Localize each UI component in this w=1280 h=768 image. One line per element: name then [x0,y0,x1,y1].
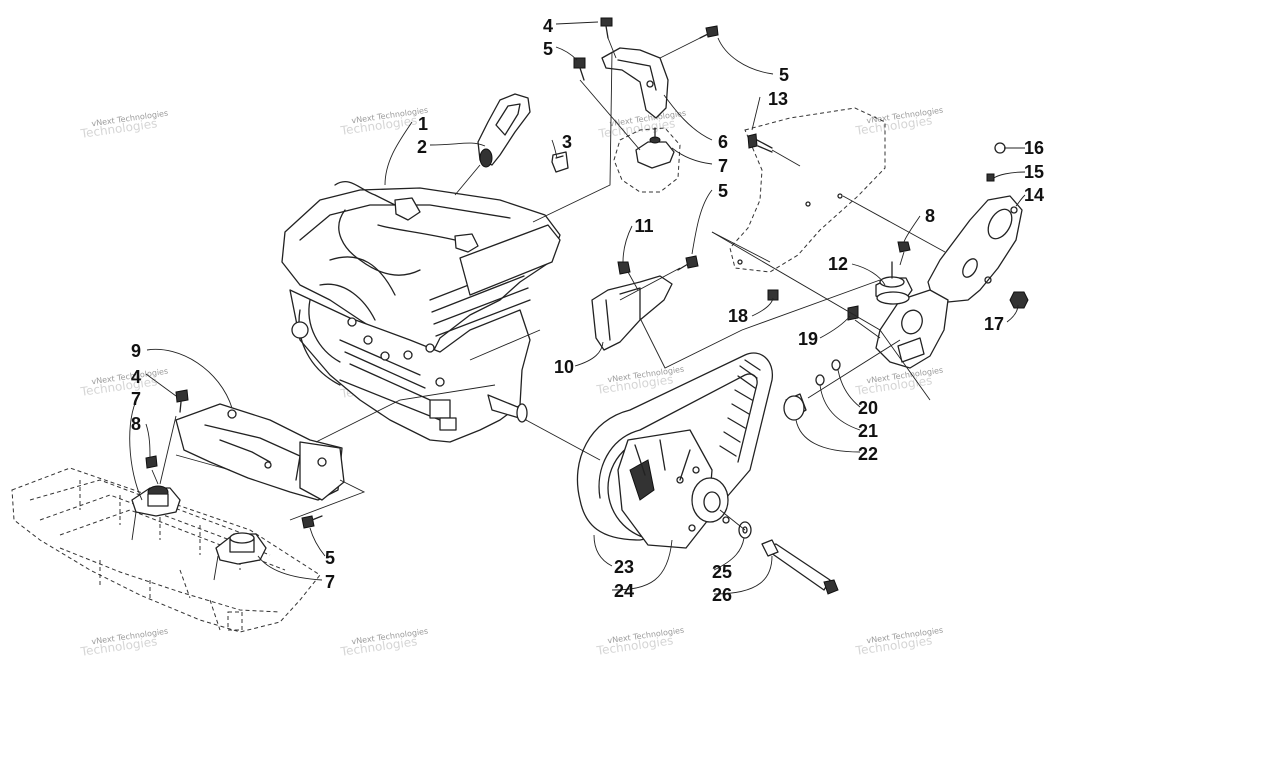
drive-clutch [607,429,730,549]
clutch-bracket [875,195,1023,369]
callout-5: 5 [718,181,728,201]
callout-25: 25 [712,562,732,582]
callout-23: 23 [614,557,634,577]
callout-13: 13 [768,89,788,109]
callout-16: 16 [1024,138,1044,158]
callout-7: 7 [718,156,728,176]
callout-3: 3 [562,132,572,152]
callout-19: 19 [798,329,818,349]
nut [617,261,631,275]
watermark: Technologies vNext Technologies [339,627,429,659]
long-bolt [747,133,773,153]
lower-mount-bracket [175,403,345,501]
engine-bracket [591,275,673,351]
leader-lines [129,21,1026,595]
rope-clip [551,151,569,173]
callout-4: 4 [131,367,141,387]
engine [281,180,561,443]
callout-5: 5 [543,39,553,59]
engine-plate [729,107,886,273]
bolt [699,25,719,39]
bolt [573,57,586,81]
rubber-mount [131,485,181,517]
callout-12: 12 [828,254,848,274]
callout-8: 8 [925,206,935,226]
callout-5: 5 [325,548,335,568]
callout-17: 17 [984,314,1004,334]
callout-14: 14 [1024,185,1044,205]
nut [767,289,779,301]
watermark: Technologies vNext Technologies [854,106,944,138]
callout-2: 2 [417,137,427,157]
small-nut [986,173,995,182]
callout-9: 9 [131,341,141,361]
watermark: Technologies vNext Technologies [339,106,429,138]
nut [1009,291,1029,309]
callout-4: 4 [543,16,553,36]
callout-8: 8 [131,414,141,434]
bolt [600,17,613,39]
watermark: Technologies vNext Technologies [79,109,169,141]
watermark: Technologies vNext Technologies [79,627,169,659]
callout-7: 7 [131,389,141,409]
knob [783,393,807,421]
watermark: Technologies vNext Technologies [595,626,685,658]
cap [994,142,1006,154]
callout-5: 5 [779,65,789,85]
watermark: Technologies vNext Technologies [597,109,687,141]
bolt [677,255,699,271]
callout-10: 10 [554,357,574,377]
callout-7: 7 [325,572,335,592]
rubber-mount [875,261,913,305]
watermark: Technologies vNext Technologies [79,367,169,399]
bolt [847,305,859,321]
washer [831,359,841,371]
bolt [175,389,189,413]
callout-26: 26 [712,585,732,605]
watermark: Technologies vNext Technologies [854,366,944,398]
callout-24: 24 [614,581,634,601]
callouts: 1 2 3 4 4 5 5 5 5 6 7 7 7 8 8 9 10 11 12… [131,16,1044,605]
callout-1: 1 [418,114,428,134]
upper-mount-bracket [601,47,681,193]
nut [897,241,911,253]
washer [815,374,825,386]
assembly-lines [131,37,946,581]
recoil-handle [477,93,531,168]
clutch-bolt [761,539,839,595]
callout-15: 15 [1024,162,1044,182]
callout-11: 11 [634,216,653,236]
callout-6: 6 [718,132,728,152]
callout-20: 20 [858,398,878,418]
watermark: Technologies vNext Technologies [854,626,944,658]
rubber-mount [215,532,267,565]
callout-21: 21 [858,421,878,441]
nut [145,455,158,469]
callout-18: 18 [728,306,748,326]
callout-22: 22 [858,444,878,464]
bolt [301,515,323,529]
